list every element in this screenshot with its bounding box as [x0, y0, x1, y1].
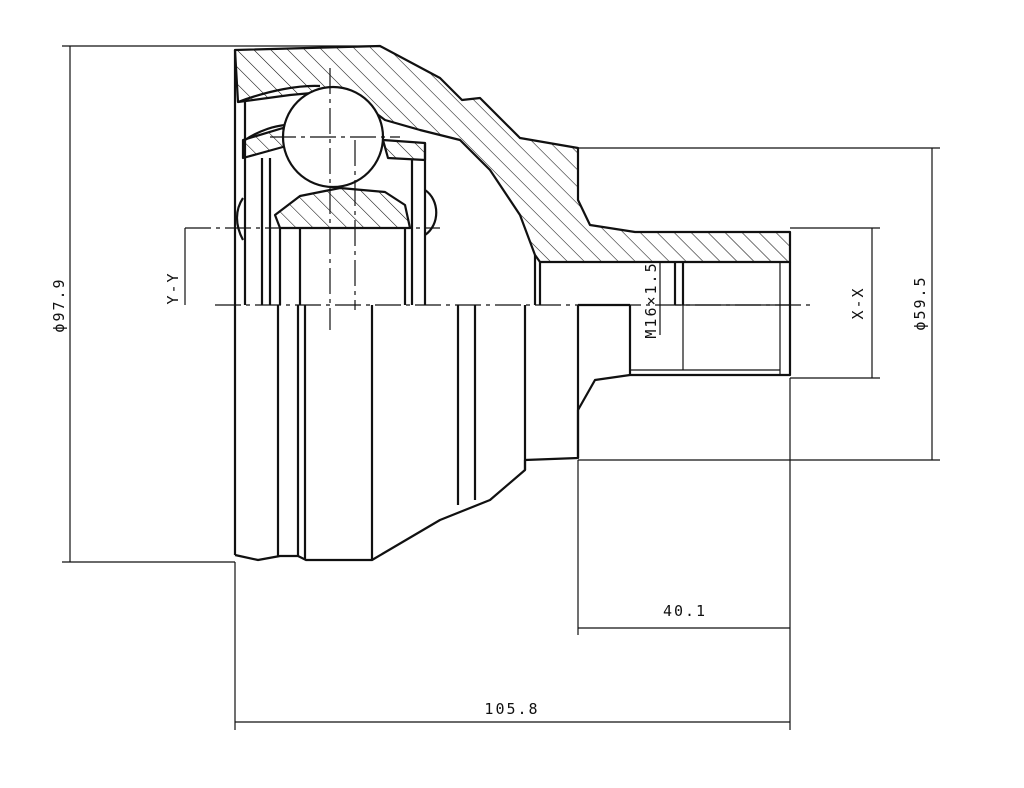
thread-spec-label: M16×1.5 [642, 261, 660, 338]
shoulder-diameter-label: ϕ59.5 [911, 275, 929, 330]
center-lines [185, 68, 815, 330]
outer-diameter-label: ϕ97.9 [50, 277, 68, 332]
stub-length-label: 40.1 [663, 602, 707, 620]
dimension-lines [62, 45, 940, 730]
joint-outline [233, 50, 792, 562]
y-y-section-label: Y-Y [164, 271, 182, 304]
overall-length-label: 105.8 [484, 700, 539, 718]
x-x-section-label: X-X [849, 286, 867, 319]
